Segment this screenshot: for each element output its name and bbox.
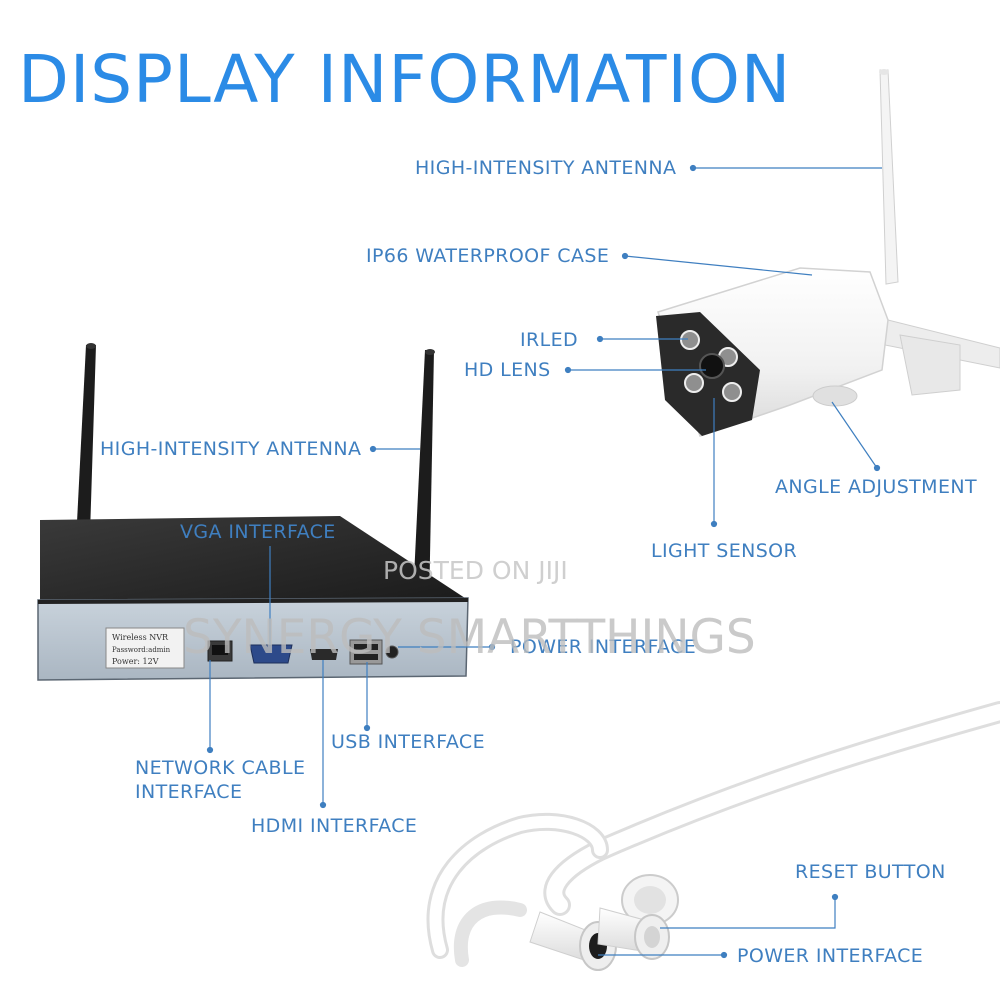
nvr-sticker-line3: Power: 12V xyxy=(112,657,159,666)
camera-mount-bracket xyxy=(899,334,961,396)
label-irled: IRLED xyxy=(520,329,579,351)
label-network-cable-line2: INTERFACE xyxy=(135,781,243,803)
hd-lens xyxy=(699,353,725,379)
label-nvr-antenna: HIGH-INTENSITY ANTENNA xyxy=(100,438,362,460)
label-usb-interface: USB INTERFACE xyxy=(331,731,485,753)
label-network-cable-line1: NETWORK CABLE xyxy=(135,757,306,779)
nvr-illustration: Wireless NVR Password:admin Power: 12V xyxy=(37,343,469,681)
nvr-top-panel xyxy=(40,516,468,602)
watermark-posted-on: POSTED ON JIJI xyxy=(383,556,568,585)
nvr-sticker-line1: Wireless NVR xyxy=(112,633,169,642)
camera-antenna xyxy=(879,69,899,285)
label-reset-button: RESET BUTTON xyxy=(795,861,946,883)
camera-angle-joint xyxy=(812,385,858,407)
leader-lines xyxy=(206,164,882,959)
page-title: DISPLAY INFORMATION xyxy=(18,41,792,118)
nvr-power-port xyxy=(385,645,399,659)
camera-illustration xyxy=(656,69,1000,437)
watermark-brand: SYNERGY SMARTTHINGS xyxy=(183,610,756,665)
label-camera-antenna: HIGH-INTENSITY ANTENNA xyxy=(415,157,677,179)
label-nvr-power-interface: POWER INTERFACE xyxy=(510,636,697,658)
label-cable-power-interface: POWER INTERFACE xyxy=(737,945,924,967)
nvr-sticker-line2: Password:admin xyxy=(112,646,171,654)
camera-antenna-tip xyxy=(879,69,889,75)
irled-bottom-left xyxy=(684,373,704,393)
nvr-hdmi-port xyxy=(310,649,338,660)
irled-bottom-right xyxy=(722,382,742,402)
cable-illustration xyxy=(426,701,1000,971)
label-light-sensor: LIGHT SENSOR xyxy=(651,540,798,562)
label-vga-interface: VGA INTERFACE xyxy=(180,521,336,543)
label-waterproof-case: IP66 WATERPROOF CASE xyxy=(366,245,610,267)
irled-top-left xyxy=(680,330,700,350)
label-angle-adjustment: ANGLE ADJUSTMENT xyxy=(775,476,977,498)
nvr-vga-port xyxy=(249,644,293,664)
nvr-sticker xyxy=(105,627,185,669)
label-hd-lens: HD LENS xyxy=(464,359,551,381)
label-hdmi-interface: HDMI INTERFACE xyxy=(251,815,418,837)
